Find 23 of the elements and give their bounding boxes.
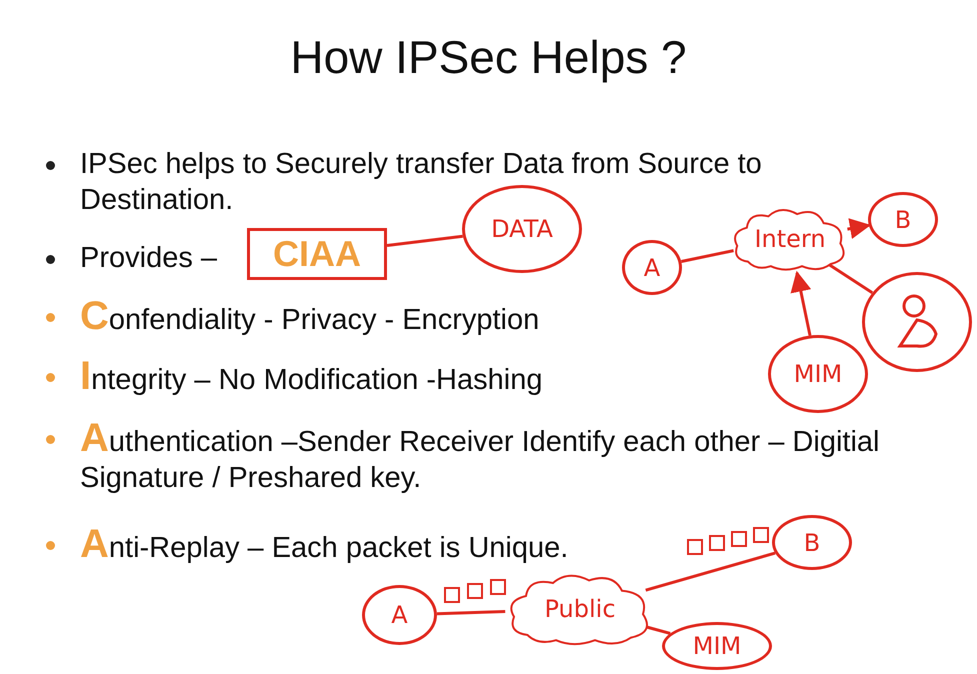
connector-line: [386, 234, 463, 247]
bullet-text: Authentication –Sender Receiver Identify each other – Digitial Signature / Preshared key.: [80, 420, 880, 496]
bullet-text: Anti-Replay – Each packet is Unique.: [80, 526, 568, 566]
circle-node: DATA: [462, 185, 582, 273]
slide-title: How IPSec Helps ?: [289, 30, 688, 84]
circle-node: MIM: [662, 622, 772, 670]
circle-node: A: [622, 240, 682, 295]
arrow: [847, 218, 871, 239]
connector-line: [681, 249, 734, 263]
circle-node: MIM: [768, 335, 868, 413]
bullet-text: Confendiality - Privacy - Encryption: [80, 298, 540, 338]
connector-line: [436, 610, 506, 616]
bullet-text: Provides –: [80, 241, 218, 276]
connector-line: [645, 552, 776, 592]
connector-line: [828, 263, 874, 294]
bullet-text: Integrity – No Modification -Hashing: [80, 358, 542, 398]
person-circle: [862, 272, 972, 372]
arrow: [790, 270, 812, 336]
circle-node: B: [772, 515, 852, 570]
circle-node: B: [868, 192, 938, 247]
connector-line: [646, 626, 671, 635]
highlight-box: CIAA: [247, 228, 387, 280]
circle-node: A: [362, 585, 437, 645]
